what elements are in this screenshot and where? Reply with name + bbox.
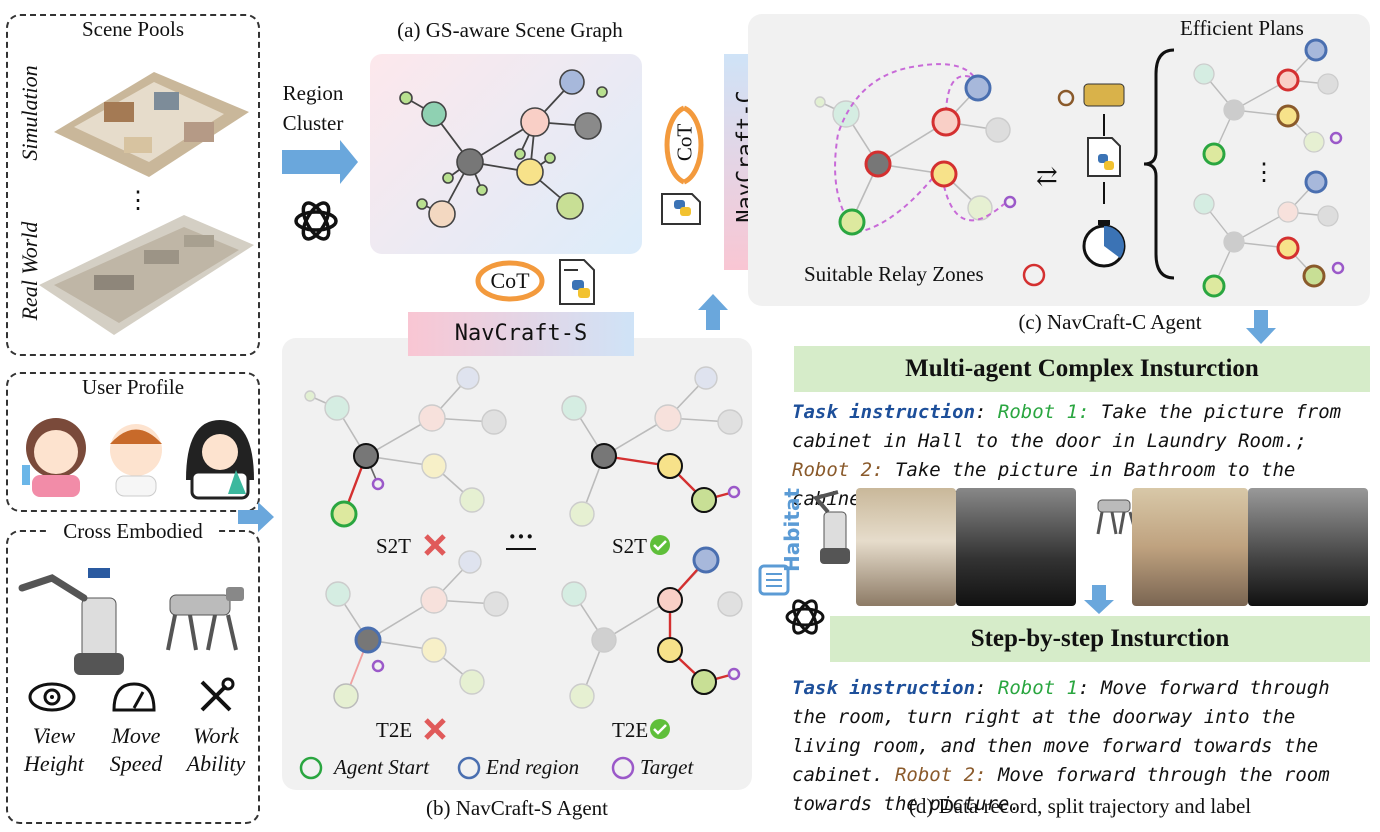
robot-fetch-photo-icon bbox=[812, 490, 850, 564]
panel-b-graphs bbox=[299, 366, 743, 780]
check-mark-icon-2 bbox=[650, 719, 670, 739]
panel-c bbox=[748, 14, 1370, 306]
multi-agent-title: Multi-agent Complex Insturction bbox=[794, 346, 1370, 392]
sim-rgb-view-2 bbox=[1132, 488, 1248, 606]
panel-d-caption: (d) Data record, split trajectory and la… bbox=[908, 794, 1252, 818]
brain-chip-icon bbox=[758, 564, 790, 596]
arrow-to-scene-graph bbox=[282, 140, 358, 184]
step-by-step-title: Step-by-step Insturction bbox=[830, 616, 1370, 662]
cot-label-c: CoT bbox=[672, 123, 697, 162]
simulation-scene-image bbox=[54, 72, 249, 177]
ellipsis-arrow: ··· bbox=[508, 522, 535, 551]
sim-rgb-view-1 bbox=[856, 488, 956, 606]
arrow-down-to-d bbox=[1246, 310, 1276, 344]
relay-zone-legend-icon bbox=[1022, 263, 1046, 287]
s2t-label-ok: S2T bbox=[612, 534, 648, 558]
python-doc-icon bbox=[559, 259, 595, 305]
swap-arrows: ⇄ bbox=[1036, 162, 1058, 191]
ellipsis-arrow-line bbox=[506, 548, 536, 550]
quadruped-robot-image bbox=[166, 587, 244, 651]
s2t-label-fail: S2T bbox=[376, 534, 412, 558]
plans-dots: ⋮ bbox=[1252, 160, 1276, 186]
quadruped-icon bbox=[1083, 83, 1125, 107]
scene-pools-box bbox=[6, 14, 260, 356]
boy-avatar-icon bbox=[110, 424, 162, 497]
openai-icon-d bbox=[785, 599, 825, 635]
legend-start-icon bbox=[299, 756, 323, 780]
legend-end-icon bbox=[457, 756, 481, 780]
sim-depth-view-1 bbox=[956, 488, 1076, 606]
cot-cycle-icon-c bbox=[664, 105, 704, 185]
fail-mark-icon-1 bbox=[424, 534, 446, 556]
timer-icon bbox=[1082, 220, 1126, 268]
t2e-label-ok: T2E bbox=[612, 718, 649, 742]
legend-end-label: End region bbox=[486, 755, 580, 779]
check-mark-icon-1 bbox=[650, 535, 670, 555]
scene-pools-title: Scene Pools bbox=[81, 17, 185, 41]
legend-start-label: Agent Start bbox=[334, 755, 430, 779]
legend-target-label: Target bbox=[640, 755, 694, 779]
user-profile-title: User Profile bbox=[81, 375, 185, 399]
cot-label: CoT bbox=[490, 268, 530, 293]
scene-graph bbox=[399, 69, 608, 228]
cot-cycle-icon bbox=[475, 260, 545, 302]
python-doc-icon-c bbox=[661, 193, 701, 225]
real-world-scene-image bbox=[39, 215, 254, 335]
scene-graph-card bbox=[370, 54, 642, 254]
legend-target-icon bbox=[611, 756, 635, 780]
efficient-plans-label: Efficient Plans bbox=[1180, 16, 1304, 40]
tools-icon bbox=[200, 677, 235, 712]
relay-zones-label: Suitable Relay Zones bbox=[804, 262, 984, 286]
girl-avatar-icon bbox=[22, 418, 86, 497]
user-avatars bbox=[22, 418, 254, 500]
vertical-dots: ⋮ bbox=[126, 188, 150, 214]
scientist-avatar-icon bbox=[186, 420, 254, 500]
sim-depth-view-2 bbox=[1248, 488, 1368, 606]
panel-a-title: (a) GS-aware Scene Graph bbox=[397, 18, 623, 42]
panel-b-caption: (b) NavCraft-S Agent bbox=[426, 796, 608, 820]
panel-c-caption: (c) NavCraft-C Agent bbox=[1018, 310, 1202, 334]
robot-arm-image bbox=[18, 568, 124, 675]
fail-mark-icon-2 bbox=[424, 718, 446, 740]
arrow-down-to-step bbox=[1084, 585, 1114, 614]
openai-icon bbox=[294, 201, 338, 241]
panel-c-graph bbox=[814, 38, 1345, 298]
arrow-up-to-c bbox=[698, 294, 728, 330]
cross-embodied-title: Cross Embodied bbox=[48, 519, 218, 544]
arrow-to-navcraft-s bbox=[238, 502, 274, 532]
user-profile-box bbox=[6, 372, 260, 512]
speedometer-icon bbox=[112, 682, 156, 712]
eye-icon bbox=[28, 682, 76, 712]
navcraft-s-banner: NavCraft-S bbox=[408, 312, 634, 356]
quadruped-photo-icon bbox=[1096, 499, 1138, 535]
t2e-label-fail: T2E bbox=[376, 718, 413, 742]
step-instruction: Task instruction: Robot 1: Move forward … bbox=[792, 677, 1330, 815]
